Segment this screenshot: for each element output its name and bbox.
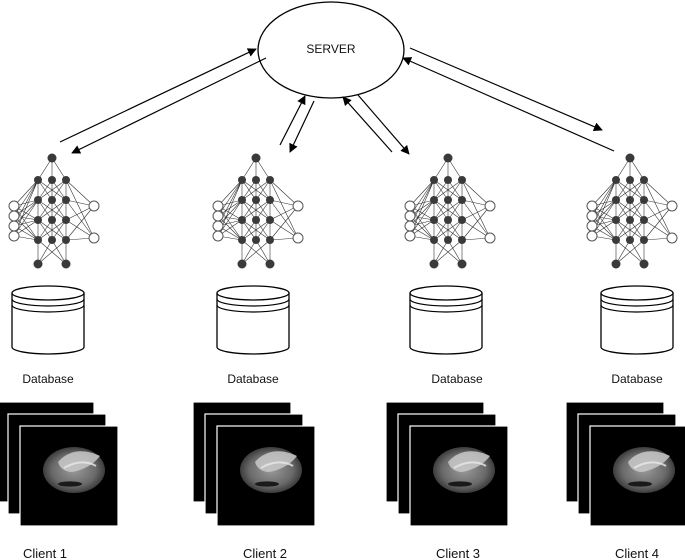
arrow-client1-to-server bbox=[59, 48, 257, 143]
arrow-client2-to-server bbox=[279, 95, 306, 146]
database-label: Database bbox=[22, 372, 74, 386]
client-label: Client 1 bbox=[23, 546, 67, 560]
mri-scan-stack-icon bbox=[0, 402, 118, 526]
database-label: Database bbox=[431, 372, 483, 386]
client-3-group: Database Client 3 bbox=[386, 153, 508, 560]
arrow-client4-to-server bbox=[402, 57, 615, 152]
client-label: Client 4 bbox=[615, 546, 659, 560]
mri-scan-stack-icon bbox=[193, 402, 315, 526]
arrow-server-to-client4 bbox=[409, 47, 603, 131]
client-1-group: Database Client 1 bbox=[0, 153, 118, 560]
arrow-server-to-client1 bbox=[71, 57, 267, 154]
database-cylinder-icon bbox=[11, 285, 85, 355]
neural-network-icon bbox=[404, 153, 496, 269]
database-cylinder-icon bbox=[409, 285, 483, 355]
mri-scan-stack-icon bbox=[386, 402, 508, 526]
database-cylinder-icon bbox=[216, 285, 290, 355]
server-label: SERVER bbox=[306, 42, 355, 56]
database-label: Database bbox=[227, 372, 279, 386]
arrow-client3-to-server bbox=[342, 96, 393, 153]
mri-scan-stack-icon bbox=[566, 402, 685, 526]
client-2-group: Database Client 2 bbox=[193, 153, 315, 560]
neural-network-icon bbox=[586, 153, 678, 269]
client-label: Client 3 bbox=[436, 546, 480, 560]
client-4-group: Database Client 4 bbox=[566, 153, 685, 560]
database-label: Database bbox=[611, 372, 663, 386]
neural-network-icon bbox=[212, 153, 304, 269]
database-cylinder-icon bbox=[600, 285, 674, 355]
neural-network-icon bbox=[8, 153, 100, 269]
client-label: Client 2 bbox=[243, 546, 287, 560]
arrow-server-to-client2 bbox=[289, 100, 315, 153]
communication-arrows bbox=[59, 47, 615, 155]
arrow-server-to-client3 bbox=[357, 94, 410, 155]
server-node: SERVER bbox=[257, 1, 405, 99]
